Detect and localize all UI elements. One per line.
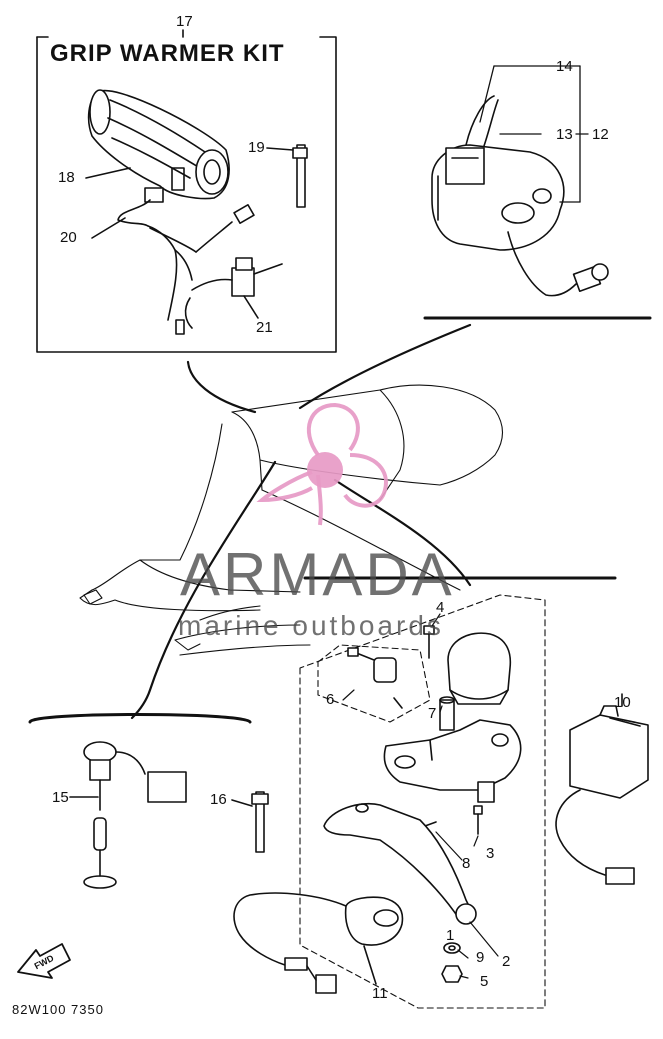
callout-7: 7: [428, 705, 437, 722]
callout-5: 5: [480, 973, 489, 990]
lever-cover: [447, 632, 512, 705]
part-code: 82W100 7350: [12, 1002, 104, 1017]
watermark-brand: ARMADA: [180, 541, 455, 608]
snowmobile-outline: [79, 384, 504, 656]
lever-bracket: [383, 719, 522, 803]
cable-tie-16: [231, 791, 269, 853]
washer-9: [443, 942, 461, 954]
callout-12: 12: [592, 126, 609, 143]
grip-warmer-kit-box: [36, 29, 337, 353]
callout-leaders: [342, 613, 499, 979]
brake-lever-2: [323, 802, 477, 925]
bolt-4: [423, 625, 435, 659]
screw-3: [473, 805, 483, 835]
callout-15: 15: [52, 789, 69, 806]
callout-1: 1: [446, 927, 455, 944]
callout-13: 13: [556, 126, 573, 143]
callout-3: 3: [486, 845, 495, 862]
callout-16: 16: [210, 791, 227, 808]
callout-18: 18: [58, 169, 75, 186]
watermark-tagline: marine outboards: [178, 610, 444, 641]
part-6: [347, 647, 403, 709]
kit-bracket-lines: [28, 316, 652, 724]
callout-9: 9: [476, 949, 485, 966]
callout-8: 8: [462, 855, 471, 872]
connection-lines: [130, 323, 472, 720]
wire-harness-20: [91, 187, 255, 335]
module-10: [555, 693, 649, 885]
callout-4: 4: [436, 599, 445, 616]
switch-21: [184, 257, 283, 329]
callout-14: 14: [556, 58, 573, 75]
callout-17: 17: [176, 13, 193, 30]
kit-title: GRIP WARMER KIT: [50, 40, 285, 67]
callout-6: 6: [326, 691, 335, 708]
part-15: [69, 741, 187, 889]
throttle-housing-assembly: [431, 95, 609, 297]
callout-10: 10: [614, 694, 631, 711]
callout-19: 19: [248, 139, 265, 156]
collar-7: [439, 696, 455, 731]
assembly-dashed-boxes: [299, 594, 546, 1009]
callout-11: 11: [372, 985, 388, 1002]
callout-leaders-12-14: [479, 65, 589, 203]
grip-part: [85, 89, 230, 200]
callout-21: 21: [256, 319, 273, 336]
nut-5: [441, 965, 463, 983]
callout-2: 2: [502, 953, 511, 970]
cable-tie-19: [266, 144, 308, 208]
sensor-11: [233, 892, 404, 994]
fwd-arrow: [17, 943, 71, 979]
callout-20: 20: [60, 229, 77, 246]
